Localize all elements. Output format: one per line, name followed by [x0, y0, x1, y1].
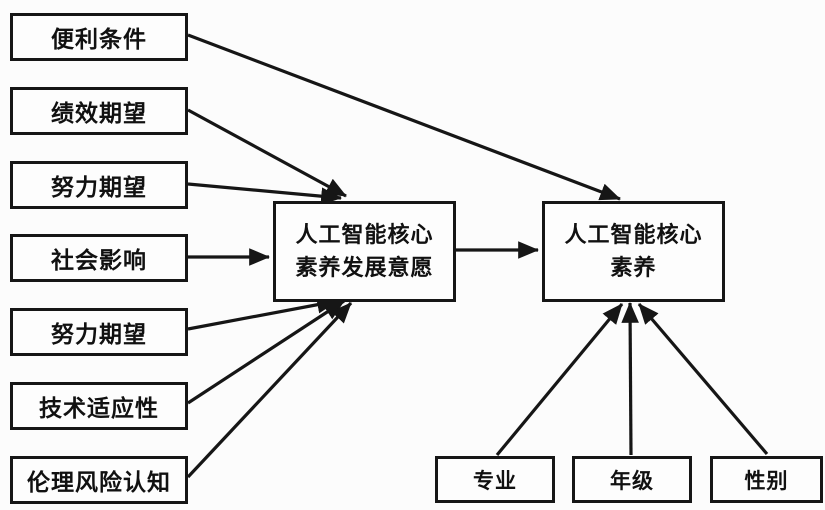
- arrow-facilitating-conditions-to-outcome: [187, 33, 621, 201]
- mediator-box-ai-literacy-development-willingness: 人工智能核心 素养发展意愿: [273, 201, 456, 302]
- outcome-label-line1: 人工智能核心: [564, 222, 703, 248]
- arrow-performance-expectancy-to-mediator: [187, 108, 347, 198]
- outcome-label-line2: 素养: [610, 255, 657, 281]
- predictor-label: 伦理风险认知: [27, 470, 171, 496]
- predictor-box-performance-expectancy: 绩效期望: [10, 87, 188, 135]
- moderator-label: 性别: [744, 468, 789, 493]
- arrow-effort-expectancy-to-mediator: [187, 182, 342, 205]
- predictor-box-facilitating-conditions: 便利条件: [10, 13, 188, 61]
- outcome-box-ai-core-literacy: 人工智能核心 素养: [542, 201, 725, 302]
- arrow-gender-to-outcome: [637, 302, 769, 456]
- moderator-box-gender: 性别: [710, 456, 823, 503]
- predictor-label: 努力期望: [51, 322, 147, 348]
- arrow-major-to-outcome: [495, 302, 624, 457]
- mediator-label-line2: 素养发展意愿: [295, 255, 434, 281]
- predictor-label: 努力期望: [51, 175, 147, 201]
- moderator-label: 专业: [473, 468, 517, 493]
- arrow-effort-expectancy2-to-mediator: [187, 296, 338, 331]
- predictor-box-social-influence: 社会影响: [10, 234, 188, 282]
- predictor-label: 技术适应性: [39, 396, 159, 422]
- arrow-technology-adaptability-to-mediator: [187, 299, 345, 405]
- predictor-box-effort-expectancy: 努力期望: [10, 161, 188, 209]
- arrow-grade-to-outcome: [621, 302, 639, 456]
- arrow-ethical-risk-to-mediator: [186, 301, 353, 479]
- moderator-box-grade: 年级: [572, 456, 692, 503]
- predictor-box-effort-expectancy-2: 努力期望: [10, 308, 188, 356]
- mediator-label-line1: 人工智能核心: [295, 222, 434, 248]
- predictor-box-technology-adaptability: 技术适应性: [10, 382, 188, 430]
- predictor-box-ethical-risk-awareness: 伦理风险认知: [10, 456, 188, 504]
- moderator-label: 年级: [610, 468, 654, 493]
- predictor-label: 社会影响: [51, 248, 147, 274]
- moderator-box-major: 专业: [435, 456, 555, 503]
- predictor-label: 便利条件: [51, 27, 147, 53]
- predictor-label: 绩效期望: [51, 101, 147, 127]
